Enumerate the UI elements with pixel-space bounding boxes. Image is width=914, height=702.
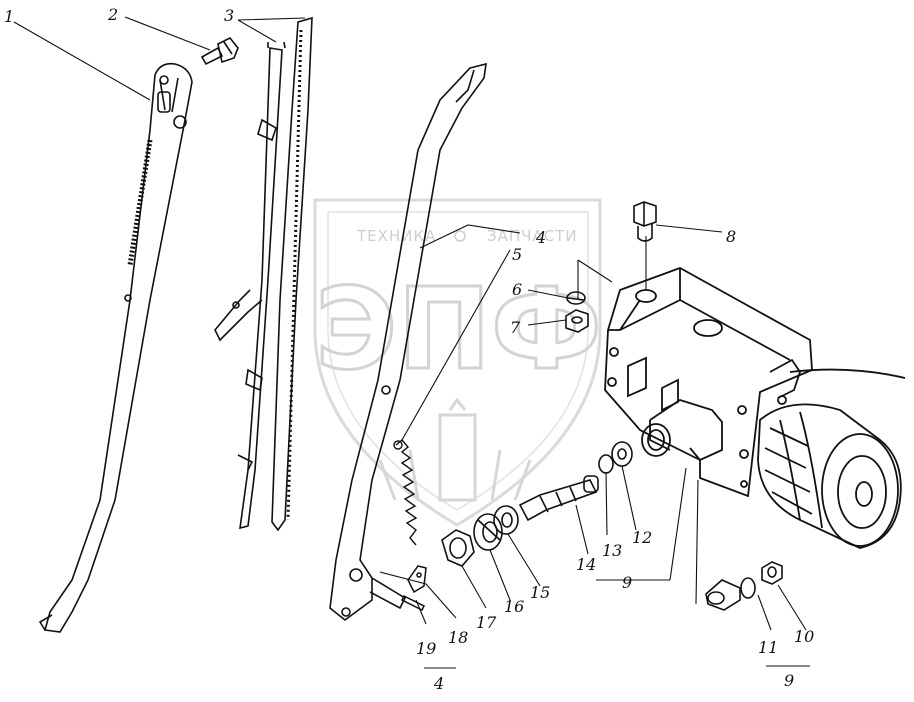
callout-14: 14 [576, 555, 596, 574]
callout-5: 5 [512, 245, 522, 264]
callout-1: 1 [4, 7, 14, 26]
callout-3: 3 [224, 6, 234, 25]
motor-gearbox-housing [604, 267, 906, 498]
callout-6: 6 [512, 280, 522, 299]
callout-12: 12 [632, 528, 652, 547]
callout-4-lower: 4 [433, 674, 444, 693]
electric-motor [757, 403, 902, 549]
callout-9-lower: 9 [784, 671, 794, 690]
callout-11: 11 [758, 638, 778, 657]
callout-15: 15 [530, 583, 550, 602]
callout-19: 19 [416, 639, 436, 658]
callout-9-upper: 9 [622, 573, 632, 592]
watermark-logo: ТЕХНИКА ЗАПЧАСТИ ЭПФ [313, 198, 604, 527]
callout-18: 18 [448, 628, 468, 647]
part-5-spring [393, 439, 418, 546]
part-7-nut [565, 309, 589, 333]
part-14-shaft [518, 475, 599, 522]
callout-8: 8 [726, 227, 736, 246]
part-2-bolt [200, 36, 239, 66]
watermark-brand-text: ТЕХНИКА [356, 227, 436, 245]
part-10-nut [761, 561, 783, 585]
watermark-tower-icon [378, 397, 532, 502]
callout-labels: 1 2 3 4 5 6 7 8 9 10 11 9 12 13 14 15 16… [4, 5, 814, 693]
part-11-bushing [705, 577, 756, 611]
part-18-bracket [407, 565, 427, 594]
watermark-logo-letters: ЭПФ [315, 265, 602, 395]
callout-7: 7 [510, 318, 521, 337]
watermark-gear-icon [454, 230, 466, 242]
leader-lines [13, 16, 810, 669]
callout-17: 17 [476, 613, 497, 632]
callout-10: 10 [794, 627, 814, 646]
callout-13: 13 [602, 541, 622, 560]
part-13-washer [598, 454, 614, 474]
callout-16: 16 [504, 597, 524, 616]
part-1-wiper-arm [38, 62, 193, 633]
part-17-nut [441, 529, 475, 567]
callout-4-upper: 4 [535, 228, 546, 247]
part-3-wiper-blade [214, 16, 313, 532]
part-12-bushing [611, 441, 633, 467]
part-16-washer [473, 513, 503, 551]
part-8-bolt [633, 201, 657, 242]
callout-2: 2 [107, 5, 118, 24]
part-15-washer [493, 505, 519, 535]
part-4-wiper-arm-assembly [329, 62, 487, 622]
